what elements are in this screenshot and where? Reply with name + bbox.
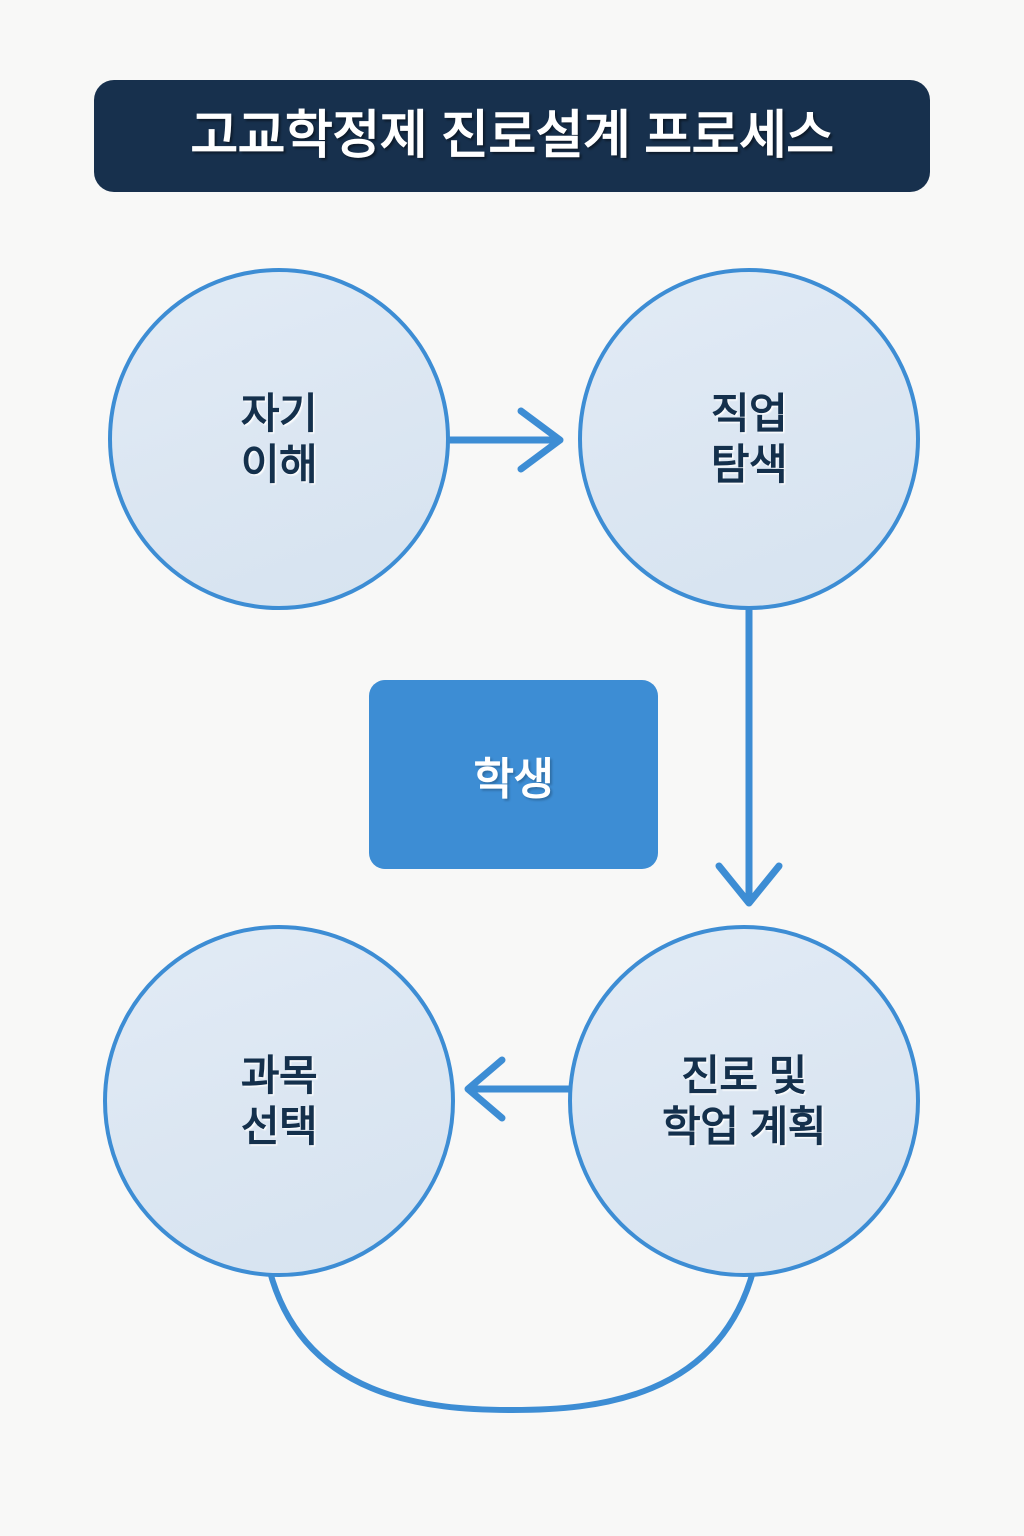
- connector-plan-to-subject: [464, 1056, 577, 1122]
- node-subject-selection-label: 과목 선택: [240, 1051, 318, 1150]
- node-career-academic-plan-label: 진로 및 학업 계획: [662, 1051, 826, 1150]
- node-job-exploration-label: 직업 탐색: [710, 389, 788, 488]
- node-career-academic-plan[interactable]: 진로 및 학업 계획: [568, 925, 920, 1277]
- page-title-banner: 고교학정제 진로설계 프로세스: [94, 80, 930, 192]
- connector-job-to-plan: [715, 604, 783, 907]
- connector-subject-to-plan-curve: [265, 1261, 758, 1414]
- node-self-understanding-label: 자기 이해: [240, 389, 318, 488]
- node-job-exploration[interactable]: 직업 탐색: [578, 268, 920, 610]
- page-title: 고교학정제 진로설계 프로세스: [190, 107, 834, 165]
- actor-student-box[interactable]: 학생: [369, 680, 658, 869]
- connector-self-to-job: [446, 407, 564, 473]
- node-self-understanding[interactable]: 자기 이해: [108, 268, 450, 610]
- node-subject-selection[interactable]: 과목 선택: [103, 925, 455, 1277]
- actor-student-label: 학생: [473, 754, 554, 804]
